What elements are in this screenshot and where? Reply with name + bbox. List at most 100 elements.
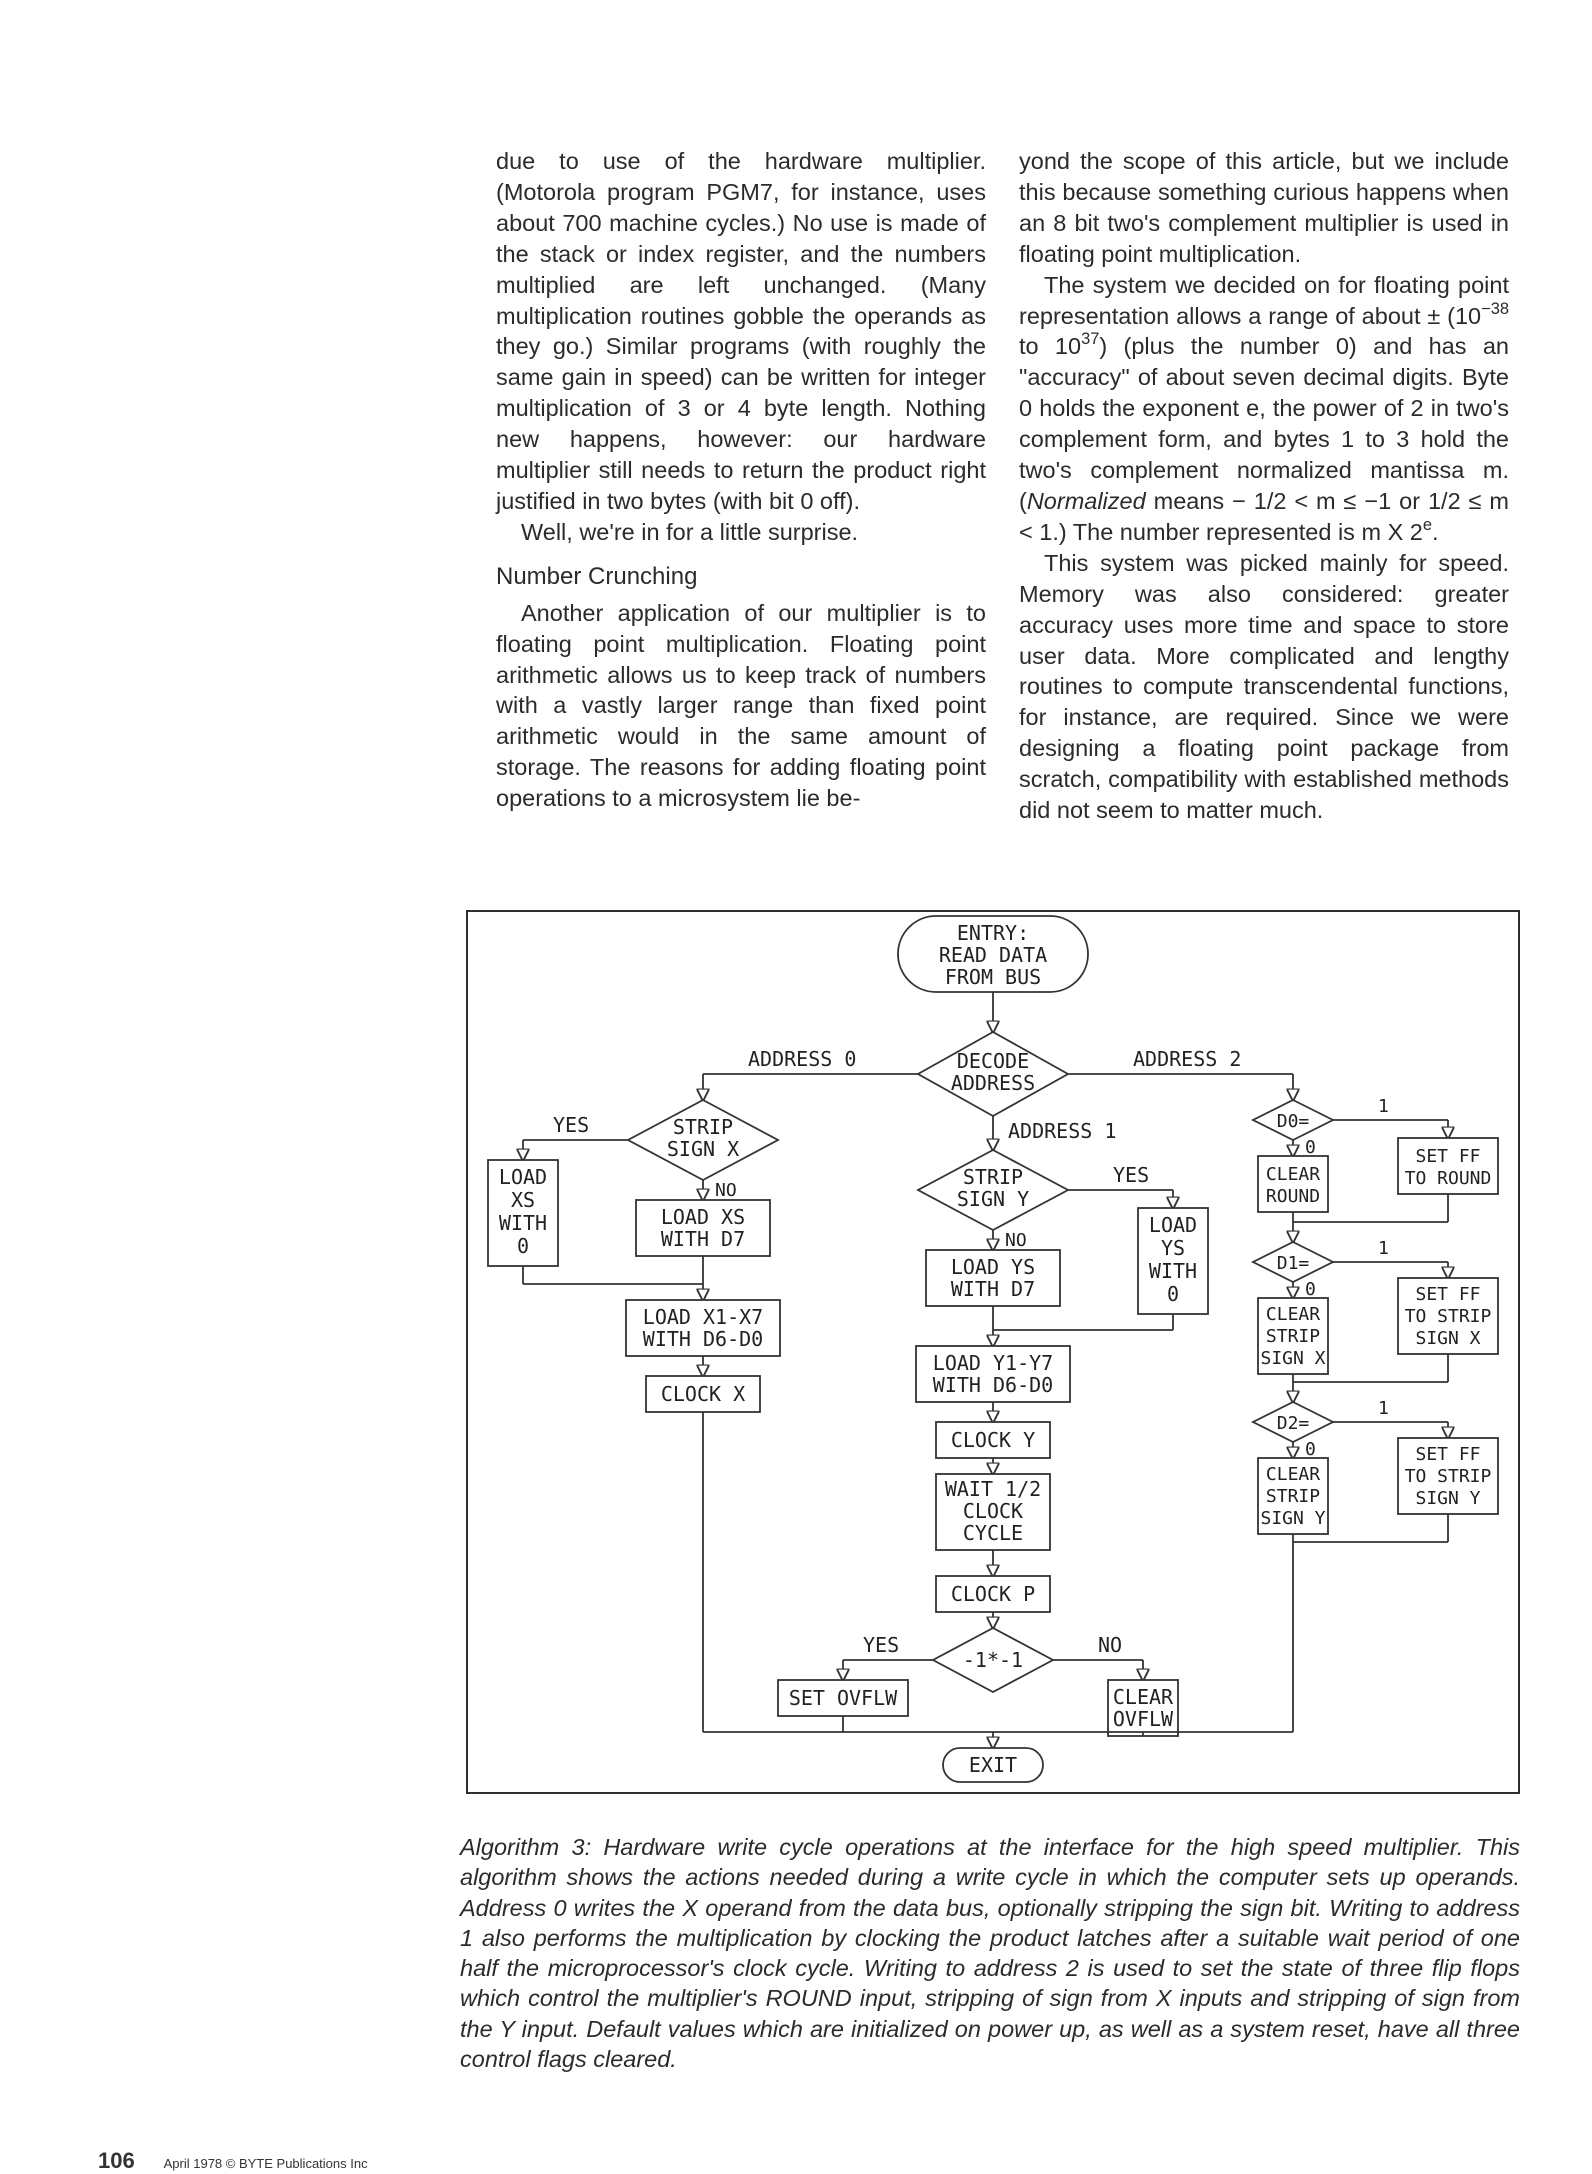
d1-label: D1=: [1277, 1253, 1310, 1274]
strip-y-label-2: SIGN Y: [957, 1187, 1029, 1211]
figure-caption: Algorithm 3: Hardware write cycle operat…: [460, 1832, 1520, 2074]
load-ys-d7-label-2: WITH D7: [951, 1277, 1035, 1301]
no-x-label: NO: [715, 1180, 737, 1201]
clear-round-box: [1257, 1155, 1329, 1213]
right-paragraph-2: The system we decided on for floating po…: [1019, 271, 1509, 545]
no-ovf-label: NO: [1098, 1633, 1122, 1657]
strip-x-label-1: STRIP: [673, 1115, 733, 1139]
set-ff-strip-x-label-3: SIGN X: [1415, 1328, 1480, 1349]
strip-x-label-2: SIGN X: [667, 1137, 739, 1161]
strip-y-label-1: STRIP: [963, 1165, 1023, 1189]
address-1-label: ADDRESS 1: [1008, 1119, 1116, 1143]
set-ovflw-box: [777, 1679, 909, 1717]
load-x1-x7-label-1: LOAD X1-X7: [643, 1305, 763, 1329]
algorithm-flowchart: ENTRY: READ DATA FROM BUS DECODE ADDRESS…: [466, 910, 1520, 1794]
set-ff-round-label-2: TO ROUND: [1405, 1168, 1492, 1189]
set-ff-strip-y-label-1: SET FF: [1415, 1444, 1480, 1465]
clear-strip-y-label-2: STRIP: [1266, 1486, 1320, 1507]
d2-zero-label: 0: [1305, 1439, 1316, 1460]
load-ys-d7-box: [925, 1249, 1061, 1307]
entry-label-3: FROM BUS: [945, 965, 1041, 989]
load-ys0-label-3: WITH: [1149, 1259, 1197, 1283]
flowchart-svg: ENTRY: READ DATA FROM BUS DECODE ADDRESS…: [487, 915, 1499, 1783]
load-ys0-label-1: LOAD: [1149, 1213, 1197, 1237]
yes-ovf-label: YES: [863, 1633, 899, 1657]
load-xs0-label-1: LOAD: [499, 1165, 547, 1189]
load-ys0-label-2: YS: [1161, 1236, 1185, 1260]
d0-zero-label: 0: [1305, 1137, 1316, 1158]
load-xs-d7-label-1: LOAD XS: [661, 1205, 745, 1229]
clear-strip-x-label-2: STRIP: [1266, 1326, 1320, 1347]
load-xs0-label-3: WITH: [499, 1211, 547, 1235]
d0-one-label: 1: [1378, 1096, 1389, 1117]
clock-y-box: [935, 1421, 1051, 1459]
page-number: 106: [98, 2148, 135, 2173]
clear-round-label-2: ROUND: [1266, 1186, 1320, 1207]
load-y1-y7-label-2: WITH D6-D0: [933, 1373, 1053, 1397]
address-2-label: ADDRESS 2: [1133, 1047, 1241, 1071]
load-ys0-label-4: 0: [1167, 1282, 1179, 1306]
entry-label-2: READ DATA: [939, 943, 1047, 967]
right-paragraph-1: yond the scope of this article, but we i…: [1019, 148, 1509, 267]
clear-ovflw-label-2: OVFLW: [1113, 1707, 1174, 1731]
load-x1-x7-label-2: WITH D6-D0: [643, 1327, 763, 1351]
set-ovflw-label: SET OVFLW: [789, 1686, 898, 1710]
wait-half-cycle-box: [935, 1473, 1051, 1551]
load-ys-d7-label-1: LOAD YS: [951, 1255, 1035, 1279]
load-xs-d7-label-2: WITH D7: [661, 1227, 745, 1251]
address-0-label: ADDRESS 0: [748, 1047, 856, 1071]
set-ff-strip-x-box: [1397, 1277, 1499, 1355]
yes-y-label: YES: [1113, 1163, 1149, 1187]
entry-label-1: ENTRY:: [957, 921, 1029, 945]
left-paragraph-2: Well, we're in for a little surprise.: [521, 518, 859, 545]
section-heading: Number Crunching: [496, 562, 698, 590]
wait-label-2: CLOCK: [963, 1499, 1023, 1523]
clear-round-label-1: CLEAR: [1266, 1164, 1320, 1185]
decode-label-2: ADDRESS: [951, 1071, 1035, 1095]
set-ff-strip-y-label-2: TO STRIP: [1405, 1466, 1492, 1487]
set-ff-strip-x-label-2: TO STRIP: [1405, 1306, 1492, 1327]
load-xs0-label-4: 0: [517, 1234, 529, 1258]
clock-x-box: [645, 1375, 761, 1413]
decode-label-1: DECODE: [957, 1049, 1029, 1073]
right-column: yond the scope of this article, but we i…: [1019, 146, 1509, 826]
page-footer: 106 April 1978 © BYTE Publications Inc: [98, 2148, 368, 2174]
caption-text: Algorithm 3: Hardware write cycle operat…: [460, 1834, 1520, 2073]
load-xs-zero-box: [487, 1159, 559, 1267]
overflow-test-label: -1*-1: [963, 1648, 1023, 1672]
d0-label: D0=: [1277, 1111, 1310, 1132]
clear-strip-x-label-3: SIGN X: [1260, 1348, 1325, 1369]
exit-label: EXIT: [969, 1753, 1017, 1777]
load-y1-y7-label-1: LOAD Y1-Y7: [933, 1351, 1053, 1375]
clock-p-label: CLOCK P: [951, 1582, 1035, 1606]
publication-credit: April 1978 © BYTE Publications Inc: [163, 2156, 368, 2171]
set-ff-round-label-1: SET FF: [1415, 1146, 1480, 1167]
d2-label: D2=: [1277, 1413, 1310, 1434]
exit-terminal: [942, 1747, 1044, 1783]
left-paragraph-3: Another application of our multiplier is…: [496, 599, 986, 812]
load-xs-d7-box: [635, 1199, 771, 1257]
overflow-test-diamond: [931, 1626, 1055, 1694]
wait-label-1: WAIT 1/2: [945, 1477, 1041, 1501]
wait-label-3: CYCLE: [963, 1521, 1023, 1545]
clear-ovflw-label-1: CLEAR: [1113, 1685, 1174, 1709]
clear-strip-y-label-3: SIGN Y: [1260, 1508, 1325, 1529]
clear-strip-y-label-1: CLEAR: [1266, 1464, 1320, 1485]
right-paragraph-3: This system was picked mainly for speed.…: [1019, 549, 1509, 824]
left-paragraph-1: due to use of the hardware multiplier. (…: [496, 148, 986, 514]
load-x1-x7-box: [625, 1299, 781, 1357]
left-column: due to use of the hardware multiplier. (…: [496, 146, 986, 814]
clock-y-label: CLOCK Y: [951, 1428, 1035, 1452]
load-xs0-label-2: XS: [511, 1188, 535, 1212]
yes-x-label: YES: [553, 1113, 589, 1137]
clear-strip-x-label-1: CLEAR: [1266, 1304, 1320, 1325]
d1-zero-label: 0: [1305, 1279, 1316, 1300]
d2-one-label: 1: [1378, 1398, 1389, 1419]
set-ff-strip-y-label-3: SIGN Y: [1415, 1488, 1480, 1509]
load-ys-zero-box: [1137, 1207, 1209, 1315]
set-ff-strip-x-label-1: SET FF: [1415, 1284, 1480, 1305]
set-ff-round-box: [1397, 1137, 1499, 1195]
d1-one-label: 1: [1378, 1238, 1389, 1259]
no-y-label: NO: [1005, 1230, 1027, 1251]
clock-x-label: CLOCK X: [661, 1382, 745, 1406]
